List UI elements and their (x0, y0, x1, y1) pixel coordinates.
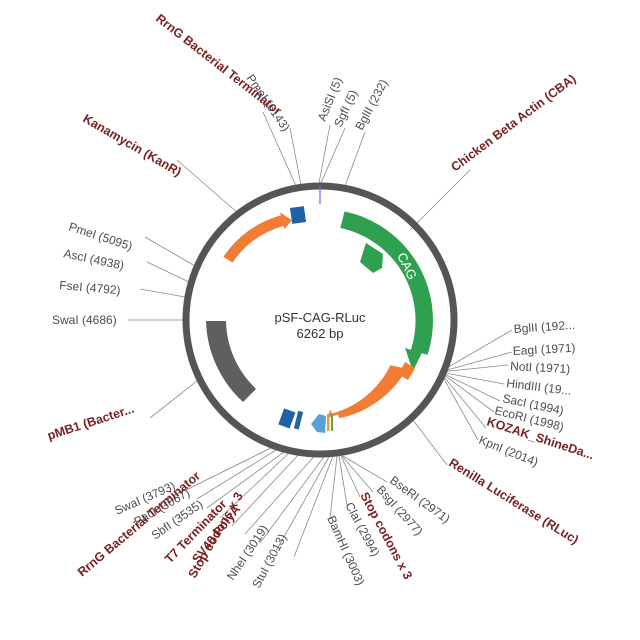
feature-block-rrng-top[interactable] (289, 206, 307, 224)
leader-rluc (412, 419, 448, 466)
leader-kpni (439, 371, 479, 441)
leader-noti (439, 364, 509, 373)
leader-stui (293, 455, 334, 558)
leader-rrng-bottom (219, 451, 291, 519)
leader-kozak (439, 371, 487, 429)
leader-sbfi (206, 448, 289, 509)
feature-arc-rluc[interactable] (326, 365, 407, 419)
feature-block-stop-right[interactable] (331, 414, 333, 431)
leader-swai-3793 (185, 444, 278, 491)
leader-stop-right (340, 455, 361, 498)
leader-sv40 (244, 451, 319, 535)
leader-stop-left (259, 453, 327, 544)
leader-bglii-192 (439, 329, 513, 373)
plasmid-name: pSF-CAG-RLuc (274, 310, 366, 325)
feature-block-rrng-bottom[interactable] (278, 408, 296, 429)
feature-label-cba: Chicken Beta Actin (CBA) (448, 72, 578, 175)
site-label-eagi: EagI (1971) (512, 341, 575, 358)
leader-t7 (231, 452, 301, 527)
feature-arrow-sv40[interactable] (311, 414, 326, 433)
leader-hindiii (439, 371, 505, 385)
site-label-bglii-192: BglII (192... (513, 318, 575, 336)
leader-sgfi (320, 127, 346, 184)
leader-asci (146, 261, 190, 283)
feature-arrow-cba-small[interactable] (360, 243, 383, 273)
leader-asisi (318, 124, 331, 184)
feature-arc-kanr[interactable] (223, 212, 292, 263)
site-label-swai-4686: SwaI (4686) (52, 313, 117, 327)
site-label-bglii-232: BglII (232) (352, 77, 390, 132)
leader-bseri (342, 455, 388, 483)
site-label-asci: AscI (4938) (62, 246, 125, 272)
feature-block-t7[interactable] (293, 410, 304, 430)
leader-ecori (439, 371, 495, 413)
leader-kanr (176, 159, 239, 214)
feature-arc-pmb1-body[interactable] (206, 321, 256, 402)
leader-pmb1 (149, 376, 203, 419)
site-label-fsei: FseI (4792) (59, 278, 121, 297)
leader-pmei-5095 (144, 236, 196, 267)
leader-rrng-top (262, 111, 297, 187)
feature-label-kanr: Kanamycin (KanR) (81, 111, 184, 179)
leader-bamhi (329, 455, 338, 519)
leader-saci (439, 371, 501, 402)
leader-eagi (439, 351, 513, 373)
feature-block-stop-left[interactable] (327, 414, 330, 431)
plasmid-size: 6262 bp (297, 326, 344, 341)
feature-arc-kozak[interactable] (398, 362, 416, 380)
feature-inner-label-cag: CAG (394, 250, 420, 282)
leader-pmei-6143 (289, 127, 302, 186)
feature-label-pmb1: pMB1 (Bacter... (46, 402, 136, 443)
leader-bsgi (341, 455, 374, 493)
leader-paci (196, 446, 282, 500)
feature-label-rluc: Renilla Luciferase (RLuc) (446, 456, 581, 547)
leader-fsei (139, 288, 186, 298)
leader-cba (409, 169, 471, 231)
leader-clai (338, 455, 348, 506)
site-label-noti: NotI (1971) (510, 359, 571, 376)
leader-lines (128, 111, 513, 558)
leader-bglii-232 (344, 131, 366, 187)
feature-arc-cba[interactable] (340, 211, 433, 372)
leader-nhei (275, 454, 331, 552)
